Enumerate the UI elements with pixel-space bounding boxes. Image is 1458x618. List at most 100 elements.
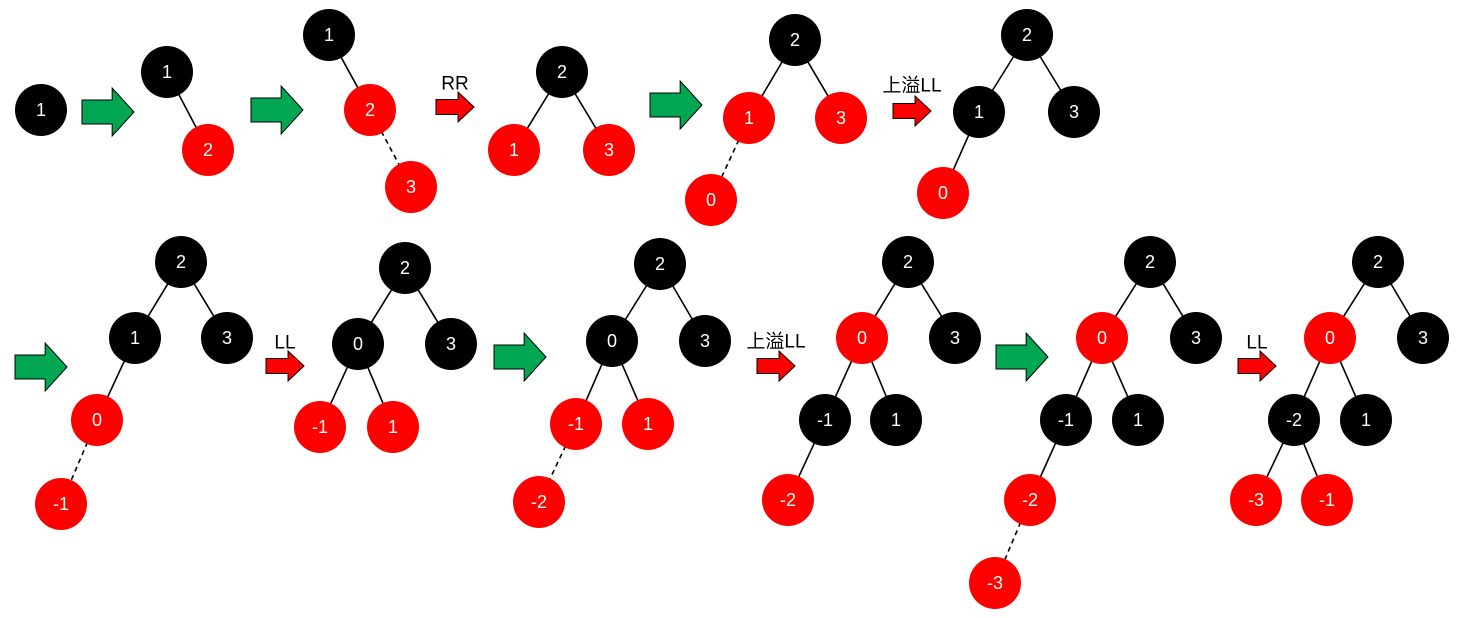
node-value: -2 <box>1022 490 1038 510</box>
node-value: -3 <box>987 573 1003 593</box>
node-value: 2 <box>203 140 213 160</box>
tree-edge <box>873 282 897 318</box>
node-circle <box>586 315 638 367</box>
red-node: -1 <box>35 478 87 530</box>
red-node: 3 <box>385 161 437 213</box>
black-node: 2 <box>379 242 431 294</box>
tree-edge <box>1338 359 1358 399</box>
node-circle <box>723 92 775 144</box>
node-value: 3 <box>1418 328 1428 348</box>
black-node: -2 <box>1268 394 1320 446</box>
edges-layer <box>69 54 1412 562</box>
tree-edge <box>760 60 784 98</box>
tree-edge <box>525 92 551 130</box>
node-circle <box>332 318 384 370</box>
red-node: 0 <box>836 312 888 364</box>
node-circle <box>769 14 821 66</box>
red-node: 3 <box>583 124 635 176</box>
black-node: -1 <box>799 394 851 446</box>
node-circle <box>201 312 253 364</box>
node-circle <box>634 238 686 290</box>
red-rotation-arrow-icon <box>892 94 932 128</box>
black-node: 1 <box>303 9 355 61</box>
node-value: 2 <box>790 30 800 50</box>
red-node: 1 <box>723 92 775 144</box>
node-circle <box>488 124 540 176</box>
node-value: -1 <box>312 417 328 437</box>
tree-edge <box>991 54 1015 93</box>
node-circle <box>762 474 814 526</box>
tree-edge <box>366 365 385 406</box>
node-value: 2 <box>176 252 186 272</box>
node-value: 1 <box>1361 410 1371 430</box>
node-value: 1 <box>643 414 653 434</box>
node-circle <box>385 161 437 213</box>
tree-edge <box>573 92 598 130</box>
node-value: 2 <box>365 100 375 120</box>
red-node: 1 <box>488 124 540 176</box>
red-node: -1 <box>550 398 602 450</box>
black-node: 2 <box>1352 236 1404 288</box>
red-node: 2 <box>344 84 396 136</box>
dashed-edge <box>1003 521 1022 562</box>
tree-edge <box>584 362 604 403</box>
tree-edge <box>1039 441 1057 479</box>
node-circle <box>425 318 477 370</box>
node-value: 2 <box>903 252 913 272</box>
black-node: 1 <box>1340 394 1392 446</box>
node-value: 2 <box>1022 25 1032 45</box>
node-value: 3 <box>222 328 232 348</box>
node-circle <box>1170 312 1222 364</box>
black-node: 2 <box>536 46 588 98</box>
node-value: 1 <box>36 100 46 120</box>
node-value: 0 <box>938 183 948 203</box>
node-circle <box>815 92 867 144</box>
node-value: 0 <box>353 334 363 354</box>
node-value: -1 <box>1319 490 1335 510</box>
node-circle <box>953 86 1005 138</box>
node-value: 3 <box>1191 328 1201 348</box>
node-circle <box>513 476 565 528</box>
green-next-step-arrow-icon <box>995 331 1049 383</box>
black-node: 0 <box>332 318 384 370</box>
tree-edge <box>671 284 694 321</box>
black-node: 3 <box>679 315 731 367</box>
node-value: 3 <box>604 140 614 160</box>
node-value: -2 <box>1286 410 1302 430</box>
node-value: 0 <box>706 190 716 210</box>
red-node: 0 <box>1076 312 1128 364</box>
node-circle <box>294 401 346 453</box>
node-circle <box>969 557 1021 609</box>
red-node: -2 <box>1004 474 1056 526</box>
black-node: 1 <box>15 84 67 136</box>
red-node: 3 <box>815 92 867 144</box>
node-circle <box>917 167 969 219</box>
node-circle <box>882 236 934 288</box>
black-node: 2 <box>769 14 821 66</box>
node-value: 2 <box>655 254 665 274</box>
node-circle <box>182 124 234 176</box>
rotation-label: RR <box>441 74 468 95</box>
tree-edge <box>834 359 853 399</box>
red-node: 2 <box>182 124 234 176</box>
black-node: 1 <box>870 394 922 446</box>
node-circle <box>536 46 588 98</box>
black-node: 1 <box>109 312 161 364</box>
node-value: -1 <box>817 410 833 430</box>
red-node: 0 <box>917 167 969 219</box>
red-node: -3 <box>969 557 1021 609</box>
black-node: 3 <box>1397 312 1449 364</box>
tree-edge <box>1161 282 1185 318</box>
red-node: 1 <box>367 401 419 453</box>
node-value: 3 <box>836 108 846 128</box>
node-value: -3 <box>1248 490 1264 510</box>
tree-edge <box>177 92 198 130</box>
node-value: 2 <box>1373 252 1383 272</box>
node-circle <box>1124 236 1176 288</box>
dashed-edge <box>69 441 89 483</box>
node-circle <box>71 394 123 446</box>
node-circle <box>870 394 922 446</box>
node-circle <box>1076 312 1128 364</box>
node-value: 1 <box>1133 410 1143 430</box>
